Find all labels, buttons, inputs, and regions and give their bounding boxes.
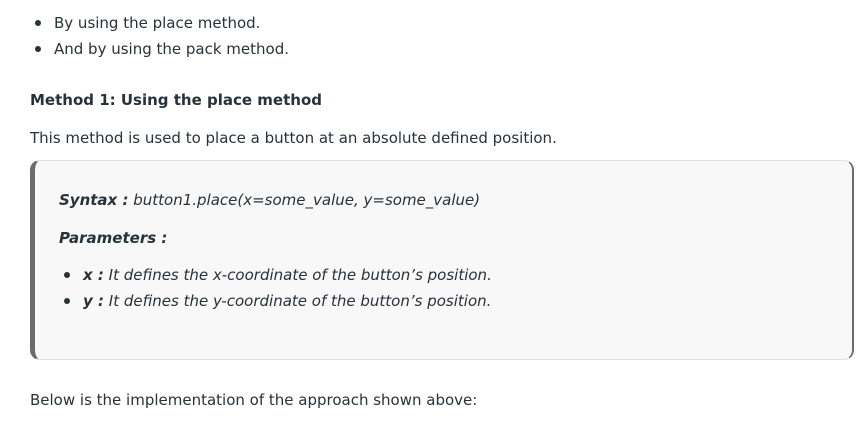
parameter-item: y : It defines the y-coordinate of the b… — [59, 288, 492, 314]
list-item: By using the place method. — [30, 10, 289, 36]
list-item-text: By using the place method. — [54, 14, 261, 32]
syntax-code: button1.place(x=some_value, y=some_value… — [128, 191, 481, 209]
parameter-desc: It defines the y-coordinate of the butto… — [104, 292, 492, 310]
parameter-desc: It defines the x-coordinate of the butto… — [103, 266, 492, 284]
method-heading: Method 1: Using the place method — [30, 91, 322, 109]
syntax-line: Syntax : button1.place(x=some_value, y=s… — [59, 189, 480, 211]
syntax-label: Syntax : — [59, 191, 129, 209]
method-list: By using the place method. And by using … — [30, 10, 289, 62]
parameters-label: Parameters : — [59, 229, 168, 247]
parameter-list: x : It defines the x-coordinate of the b… — [59, 262, 492, 314]
parameter-name: x : — [83, 266, 104, 284]
parameter-item: x : It defines the x-coordinate of the b… — [59, 262, 492, 288]
list-item: And by using the pack method. — [30, 36, 289, 62]
parameter-name: y : — [83, 292, 104, 310]
list-item-text: And by using the pack method. — [54, 40, 290, 58]
syntax-blockquote: Syntax : button1.place(x=some_value, y=s… — [30, 160, 854, 360]
intro-paragraph: This method is used to place a button at… — [30, 129, 557, 147]
implementation-intro: Below is the implementation of the appro… — [30, 391, 478, 409]
